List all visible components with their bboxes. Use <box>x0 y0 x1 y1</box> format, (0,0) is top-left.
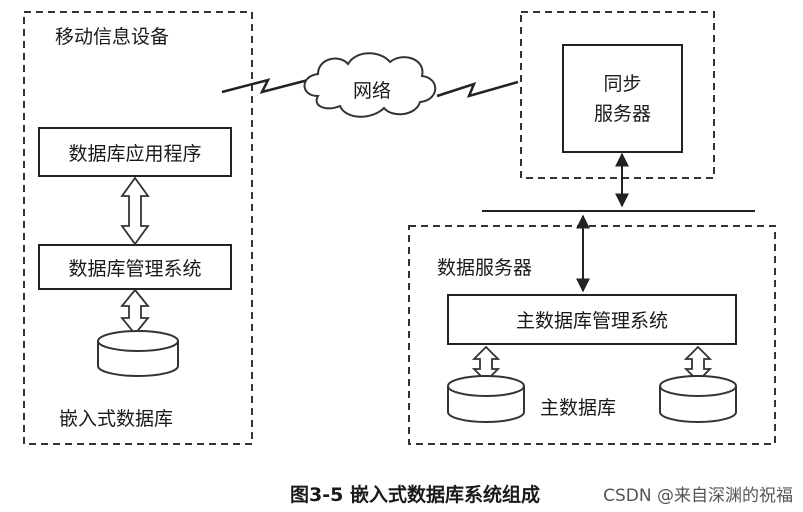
source-watermark: CSDN @来自深渊的祝福 <box>603 486 793 506</box>
embedded-db-label: 嵌入式数据库 <box>59 408 174 430</box>
data-server-title: 数据服务器 <box>437 257 533 279</box>
figure-caption: 图3-5 嵌入式数据库系统组成 <box>290 484 540 506</box>
data-server-container <box>408 225 776 445</box>
right-lightning-link <box>436 80 519 98</box>
embedded-db-cylinder <box>97 330 179 377</box>
left-lightning-link <box>221 77 313 94</box>
dbms-embedded-db-double-arrow <box>120 288 150 336</box>
sync-server-line1: 同步 <box>603 72 642 95</box>
app-dbms-double-arrow <box>120 176 150 246</box>
main-db-cylinder-right <box>659 375 737 423</box>
main-db-label: 主数据库 <box>540 397 617 419</box>
network-cloud <box>303 52 437 118</box>
sync-server-box: 同步 服务器 <box>562 44 683 153</box>
sync-server-container <box>520 11 715 179</box>
main-dbms-box: 主数据库管理系统 <box>447 294 737 345</box>
main-db-cylinder-left <box>447 375 525 423</box>
dbms-box: 数据库管理系统 <box>38 244 232 290</box>
app-box: 数据库应用程序 <box>38 127 232 177</box>
mobile-device-title: 移动信息设备 <box>55 26 170 48</box>
network-label: 网络 <box>353 80 392 102</box>
mobile-device-container <box>23 11 253 445</box>
sync-server-line2: 服务器 <box>593 102 651 125</box>
